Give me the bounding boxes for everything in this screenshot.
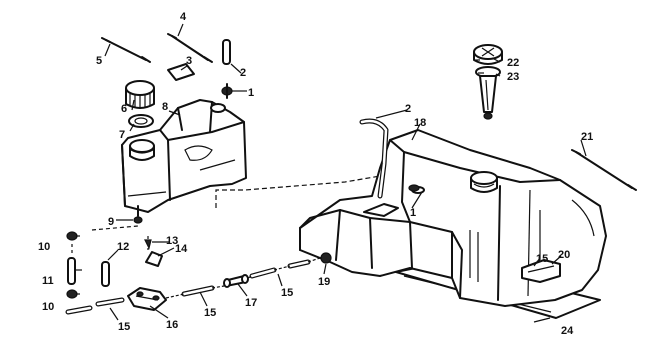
clamp-part-10-lower [66,289,78,299]
clamp-part-10-upper [66,231,78,241]
label-7: 7 [119,129,125,141]
label-16: 16 [166,319,178,331]
clamp-part-13 [144,239,152,250]
label-8: 8 [162,101,168,113]
label-11: 11 [42,275,54,287]
fuel-tank [299,129,607,319]
label-6: 6 [121,103,127,115]
label-5: 5 [96,55,102,67]
bracket-part-16 [127,287,167,311]
label-1-lower: 1 [410,207,416,219]
clamp-part-1-upper [221,83,233,99]
decal-part-3 [167,63,195,81]
hoses-part-15 [65,259,311,315]
label-15-d: 15 [536,253,548,265]
oil-cap-gasket [128,114,154,128]
fitting-part-14 [145,251,163,267]
label-18: 18 [414,117,426,129]
hose-part-12 [101,261,110,287]
label-24: 24 [561,325,574,337]
label-10-upper: 10 [38,241,50,253]
part-labels: 1 1 2 2 3 4 5 6 7 8 9 10 10 11 12 13 14 … [38,11,593,337]
hose-part-11 [67,257,76,285]
label-1-upper: 1 [248,87,254,99]
label-19: 19 [318,276,330,288]
rod-part-4 [167,33,213,63]
label-21: 21 [581,131,593,143]
label-22: 22 [507,57,519,69]
inline-filter-part-17 [223,274,249,288]
label-9: 9 [108,216,114,228]
leader-dash-line [215,175,381,208]
oil-tank [121,99,247,217]
label-17: 17 [245,297,257,309]
label-20: 20 [558,249,570,261]
tank-grommet-part-20 [521,259,561,283]
label-15-c: 15 [281,287,293,299]
label-10-lower: 10 [42,301,54,313]
label-23: 23 [507,71,519,83]
label-2-lower: 2 [405,103,411,115]
label-12: 12 [117,241,129,253]
label-15-a: 15 [118,321,130,333]
label-13: 13 [166,235,178,247]
rod-part-21 [571,149,637,191]
outlet-fitting-part-9 [133,216,143,224]
label-4: 4 [180,11,187,23]
label-3: 3 [186,55,192,67]
hose-part-2-small [222,39,231,65]
label-2-upper: 2 [240,67,246,79]
leader-lines [75,23,587,323]
oil-cap [125,80,155,109]
label-14: 14 [175,243,188,255]
rod-part-5 [101,37,151,63]
clamp-part-1-lower [408,184,420,192]
label-15-b: 15 [204,307,216,319]
fuel-gauge-tube-part-23 [475,66,501,120]
